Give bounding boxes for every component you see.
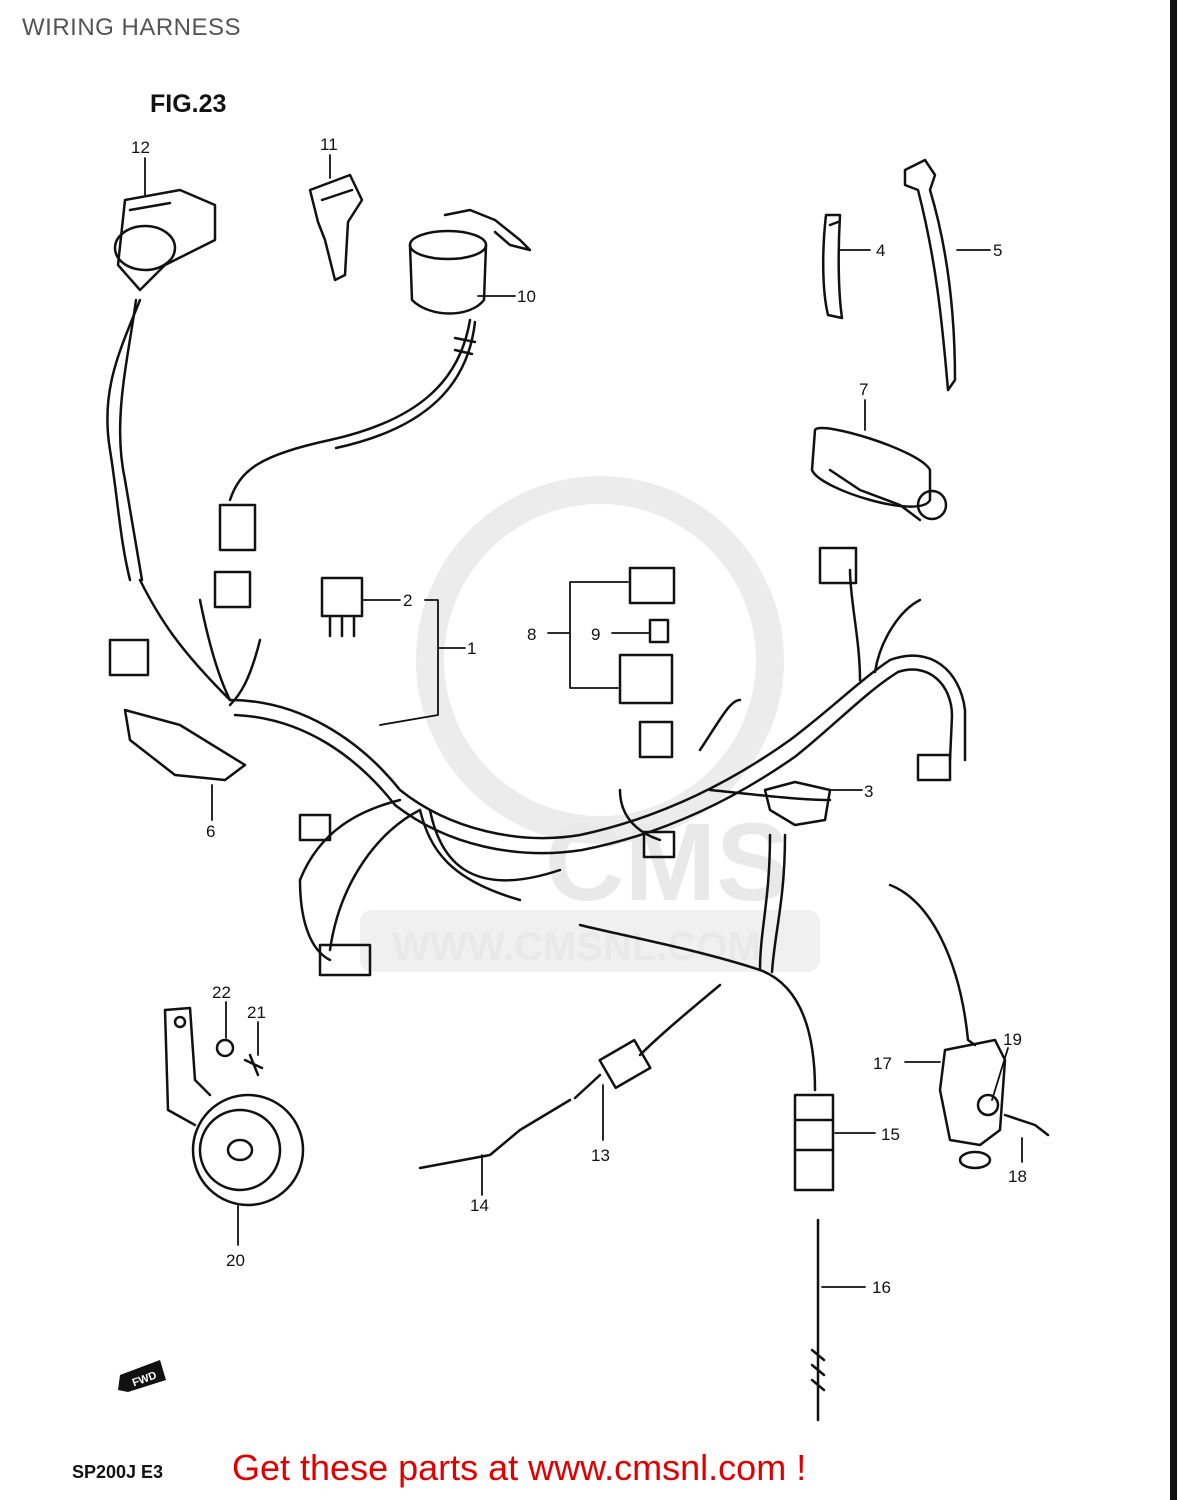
callout-14: 14: [470, 1196, 489, 1215]
callout-2: 2: [403, 591, 412, 610]
forward-direction-marker: FWD: [118, 1360, 166, 1392]
figure-label: FIG.23: [150, 90, 226, 118]
harness-connector-a: [108, 638, 150, 677]
harness-connector-b: [213, 570, 252, 609]
callout-3: 3: [864, 782, 873, 801]
page-title: WIRING HARNESS: [22, 14, 242, 41]
callout-15: 15: [881, 1125, 900, 1144]
callout-12: 12: [131, 138, 150, 157]
watermark-text: WWW.CMSNL.COM: [392, 925, 761, 969]
harness-connector-h: [642, 830, 676, 859]
callout-1: 1: [467, 639, 476, 658]
callout-8: 8: [527, 625, 536, 644]
callout-22: 22: [212, 983, 231, 1002]
model-code: SP200J E3: [72, 1462, 164, 1482]
clamp-part-4: [821, 213, 844, 320]
ignition-switch-part-10: [218, 208, 532, 552]
connector-cap-part-3: [763, 780, 832, 827]
leader-lines: [144, 154, 1023, 1288]
harness-cover-part-6: [123, 708, 247, 782]
callout-16: 16: [872, 1278, 891, 1297]
callout-6: 6: [206, 822, 215, 841]
relay-part-2: [320, 576, 364, 638]
callout-18: 18: [1008, 1167, 1027, 1186]
harness-connector-e: [638, 720, 674, 759]
promo-link[interactable]: Get these parts at www.cmsnl.com !: [232, 1447, 807, 1488]
ignition-coil-part-7: [810, 426, 948, 522]
callout-13: 13: [591, 1146, 610, 1165]
callout-10: 10: [517, 287, 536, 306]
switch-part-13: [573, 983, 722, 1100]
callout-21: 21: [247, 1003, 266, 1022]
harness-connector-c: [818, 546, 858, 585]
callout-7: 7: [859, 380, 868, 399]
handlebar-switch-part-12: [106, 188, 217, 582]
key-part-11: [308, 173, 364, 282]
relay-assembly-part-8: [618, 566, 676, 705]
callout-20: 20: [226, 1251, 245, 1270]
watermark-logo: CMS: [545, 801, 789, 924]
harness-connector-g: [318, 943, 372, 977]
callout-17: 17: [873, 1054, 892, 1073]
switch-part-17: [888, 883, 1007, 1170]
brake-switch-part-15: [578, 833, 835, 1192]
page-edge-rule: [1170, 0, 1177, 1500]
callout-5: 5: [993, 241, 1002, 260]
watermark: CMS WWW.CMSNL.COM: [360, 476, 820, 972]
callout-9: 9: [591, 625, 600, 644]
harness-connector-d: [916, 753, 952, 782]
main-harness-part-1: [138, 568, 967, 962]
screw-part-18: [1003, 1113, 1050, 1137]
bolt-part-21: [243, 1053, 264, 1077]
callout-11: 11: [320, 135, 338, 154]
harness-connector-f: [298, 813, 332, 842]
spring-part-14: [418, 1098, 572, 1170]
spring-part-16: [810, 1218, 826, 1422]
washer-part-22: [215, 1038, 235, 1058]
callout-19: 19: [1003, 1030, 1022, 1049]
callout-4: 4: [876, 241, 885, 260]
cable-tie-part-5: [903, 158, 957, 392]
horn-part-20: [163, 1006, 305, 1207]
